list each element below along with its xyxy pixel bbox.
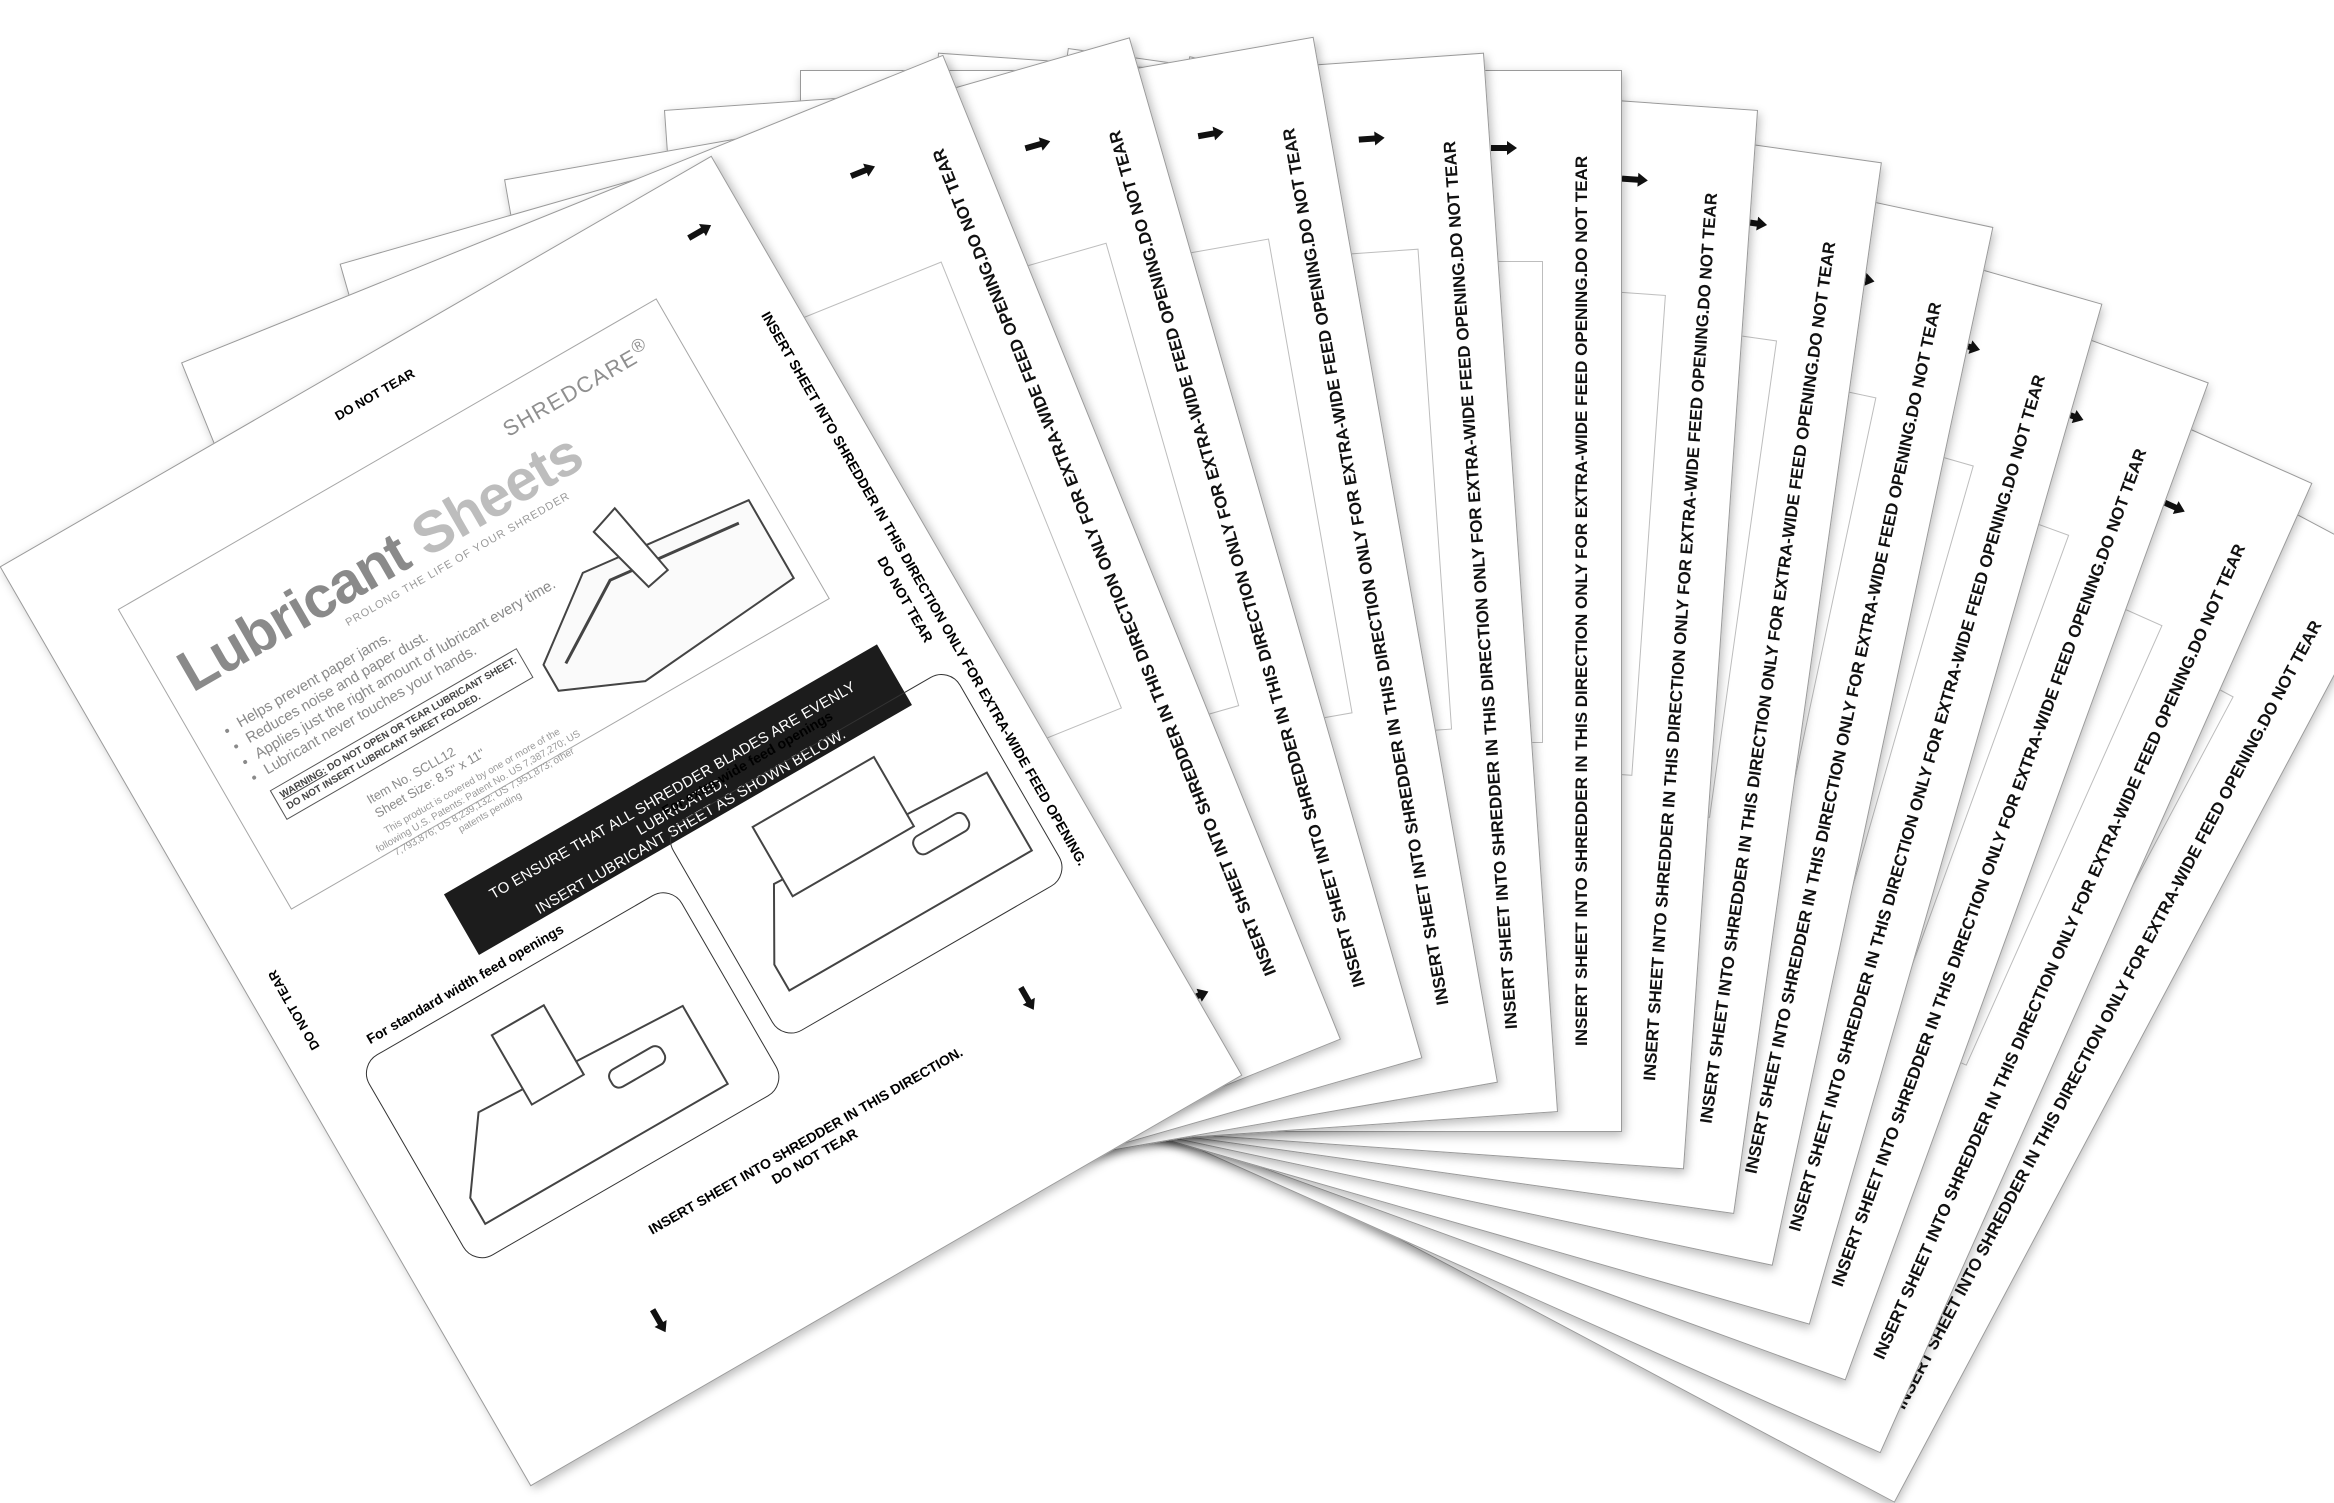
arrow-icon bbox=[1024, 137, 1051, 152]
product-info-box: SHREDCARE® Lubricant Sheets PROLONG THE … bbox=[117, 298, 830, 910]
arrow-icon bbox=[1197, 126, 1224, 141]
arrow-icon bbox=[687, 224, 712, 241]
lubricant-sheet-front: DO NOT TEAR DO NOT TEAR INSERT SHEET INT… bbox=[0, 155, 1243, 1487]
arrow-icon bbox=[1018, 985, 1035, 1010]
arrow-icon bbox=[1491, 141, 1517, 155]
arrow-icon bbox=[1358, 131, 1385, 146]
standard-feed-panel: For standard width feed openings bbox=[357, 884, 788, 1267]
arrow-icon bbox=[649, 1308, 667, 1333]
arrow-icon bbox=[849, 163, 876, 179]
sheet-fan: SHREDCARE® INSERT SHEET INTO SHREDDER IN… bbox=[0, 0, 2334, 1399]
brand-logo: SHREDCARE® bbox=[498, 331, 651, 442]
shredder-illustration bbox=[469, 1003, 730, 1226]
shredder-illustration bbox=[751, 755, 1034, 992]
arrow-icon bbox=[2159, 498, 2185, 514]
arrow-icon bbox=[1621, 172, 1648, 187]
shredder-illustration bbox=[542, 498, 796, 692]
sheet-side-instruction: INSERT SHEET INTO SHREDDER IN THIS DIREC… bbox=[1572, 155, 1591, 1047]
extra-wide-feed-panel: For extra-wide feed openings bbox=[659, 665, 1071, 1042]
